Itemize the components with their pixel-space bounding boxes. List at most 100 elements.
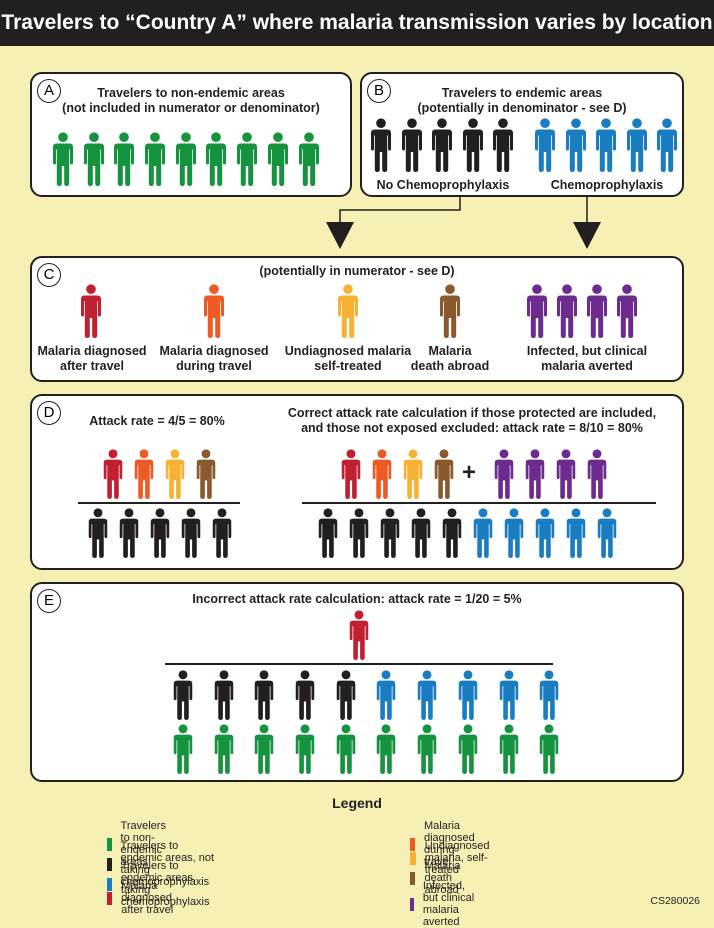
d-right-numerator-a xyxy=(340,449,455,499)
legend-title: Legend xyxy=(332,795,382,811)
legend-swatch xyxy=(107,857,112,871)
person-icon xyxy=(417,724,437,774)
panel-b-no-chemo-figures xyxy=(370,118,514,172)
legend-swatch xyxy=(410,897,414,911)
person-icon xyxy=(434,449,454,499)
attack-rate-incorrect: Incorrect attack rate calculation: attac… xyxy=(192,592,522,606)
legend-label: Malaria diagnosed after travel xyxy=(121,880,174,916)
person-icon xyxy=(103,449,123,499)
legend-item: Travelers to endemic areas, not taking c… xyxy=(107,840,218,888)
panel-a-title: Travelers to non-endemic areas (not incl… xyxy=(62,86,320,115)
plus-sign: + xyxy=(462,459,477,486)
arrow-connector-left xyxy=(339,197,461,222)
legend-label: Undiagnosed malaria, self-treated xyxy=(424,840,490,876)
person-icon xyxy=(458,724,478,774)
person-icon xyxy=(204,284,224,338)
person-icon xyxy=(596,118,616,172)
attack-rate-left: Attack rate = 4/5 = 80% xyxy=(89,414,225,428)
person-icon xyxy=(556,449,576,499)
group-self-treated-caption: Undiagnosed malaria self-treated xyxy=(284,344,412,373)
legend-label: Travelers to endemic areas, taking chemo… xyxy=(120,860,210,908)
panel-a-figures xyxy=(52,132,320,186)
person-icon xyxy=(539,670,559,720)
legend-swatch xyxy=(107,837,112,851)
panel-b-label: B xyxy=(367,79,391,103)
person-icon xyxy=(458,670,478,720)
person-icon xyxy=(442,508,462,558)
e-fraction-line xyxy=(165,663,553,665)
arrow-head-right xyxy=(573,222,601,249)
person-icon xyxy=(237,132,258,186)
legend-label: Malaria diagnosed during travel xyxy=(423,820,475,868)
person-icon xyxy=(499,724,518,774)
panel-c: C (potentially in numerator - see D) Mal… xyxy=(30,256,684,382)
person-icon xyxy=(494,449,514,499)
d-left-numerator xyxy=(102,449,217,499)
person-icon xyxy=(617,284,637,338)
person-icon xyxy=(401,118,422,172)
person-icon xyxy=(175,132,196,186)
attack-rate-right: Correct attack rate calculation if those… xyxy=(287,406,657,435)
person-icon xyxy=(377,670,396,720)
panel-a-label: A xyxy=(37,79,61,103)
no-chemo-label: No Chemoprophylaxis xyxy=(376,178,510,192)
person-icon xyxy=(338,284,358,338)
panel-c-label: C xyxy=(37,263,61,287)
person-icon xyxy=(145,132,166,186)
person-icon xyxy=(336,670,356,720)
panel-b: B Travelers to endemic areas (potentiall… xyxy=(360,72,684,197)
person-icon xyxy=(626,118,647,172)
group-death-abroad-figures xyxy=(439,284,461,338)
person-icon xyxy=(298,132,319,186)
e-numerator xyxy=(348,610,370,660)
person-icon xyxy=(535,118,555,172)
person-icon xyxy=(295,724,315,774)
arrow-head-left xyxy=(326,222,354,249)
person-icon xyxy=(255,724,274,774)
person-icon xyxy=(380,508,400,558)
person-icon xyxy=(371,118,391,172)
person-icon xyxy=(565,118,586,172)
person-icon xyxy=(267,132,288,186)
person-icon xyxy=(462,118,483,172)
legend-swatch xyxy=(410,851,416,865)
person-icon xyxy=(587,284,607,338)
legend-swatch xyxy=(107,891,113,905)
person-icon xyxy=(81,284,101,338)
person-icon xyxy=(255,670,274,720)
panel-c-title: (potentially in numerator - see D) xyxy=(259,264,455,278)
person-icon xyxy=(173,670,193,720)
chemo-label: Chemoprophylaxis xyxy=(550,178,664,192)
person-icon xyxy=(336,724,356,774)
person-icon xyxy=(411,508,431,558)
legend-swatch xyxy=(410,871,416,885)
person-icon xyxy=(539,724,559,774)
panel-d: D Attack rate = 4/5 = 80% Correct attack… xyxy=(30,394,684,570)
d-right-denominator xyxy=(317,508,618,558)
group-diagnosed-after-figures xyxy=(80,284,102,338)
e-denominator-row1 xyxy=(172,670,560,720)
person-icon xyxy=(214,724,233,774)
page-title: Travelers to “Country A” where malaria t… xyxy=(0,0,714,46)
person-icon xyxy=(473,508,493,558)
person-icon xyxy=(377,724,396,774)
person-icon xyxy=(196,449,216,499)
group-death-abroad-caption: Malaria death abroad xyxy=(410,344,490,373)
person-icon xyxy=(53,132,73,186)
person-icon xyxy=(417,670,437,720)
legend-item: Malaria diagnosed after travel xyxy=(107,880,180,916)
group-diagnosed-during-caption: Malaria diagnosed during travel xyxy=(159,344,269,373)
person-icon xyxy=(657,118,677,172)
person-icon xyxy=(499,670,518,720)
figure-code: CS280026 xyxy=(650,895,700,907)
panel-b-title: Travelers to endemic areas (potentially … xyxy=(417,86,627,115)
person-icon xyxy=(432,118,452,172)
e-denominator-row2 xyxy=(172,724,560,774)
person-icon xyxy=(587,449,607,499)
panel-a: A Travelers to non-endemic areas (not in… xyxy=(30,72,352,197)
person-icon xyxy=(181,508,201,558)
legend-swatch xyxy=(410,837,415,851)
person-icon xyxy=(493,118,513,172)
person-icon xyxy=(83,132,104,186)
legend-swatch xyxy=(107,877,112,891)
